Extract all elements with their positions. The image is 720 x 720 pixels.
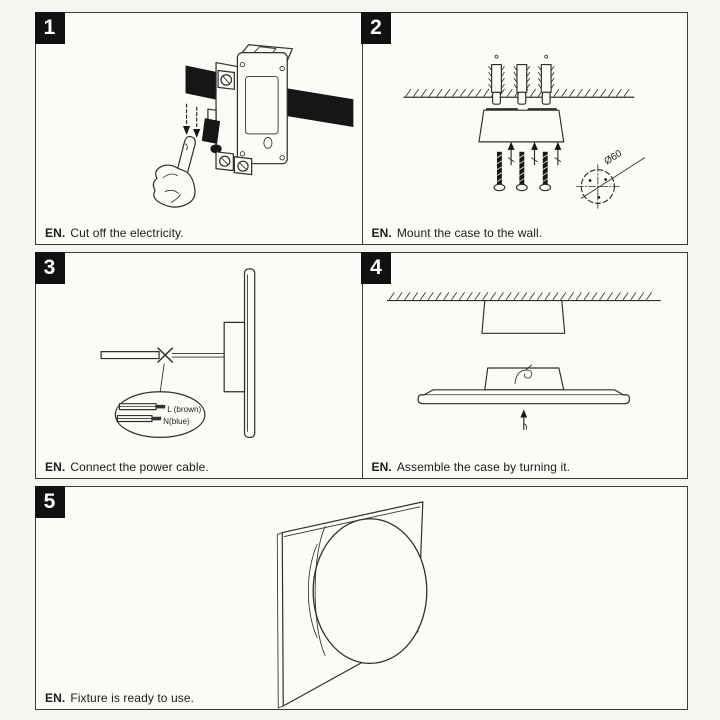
step-panel-1: 1 <box>34 11 362 245</box>
illustration-assemble-case <box>386 292 661 431</box>
caption-text: Connect the power cable. <box>70 460 209 474</box>
illustration-cut-electricity <box>152 44 354 208</box>
illustration-mount-case: Ø60 <box>402 54 645 209</box>
caption-lang-prefix: EN. <box>45 226 66 240</box>
mounting-case-drawing <box>477 108 564 143</box>
fixture-body-drawing <box>416 364 630 405</box>
ceiling-surface-drawing <box>386 292 661 302</box>
step-panel-3: 3 L (brown) <box>34 251 362 479</box>
step-number-badge: 5 <box>34 485 65 518</box>
press-down-arrows <box>182 103 201 138</box>
neutral-wire-label: N(blue) <box>163 417 190 426</box>
caption-lang-prefix: EN. <box>371 460 392 474</box>
wall-anchors-drawing <box>487 54 554 105</box>
mounted-case-drawing <box>480 299 565 334</box>
step-caption: EN. Connect the power cable. <box>45 460 209 474</box>
insert-arrows <box>507 141 561 166</box>
step-number-badge: 4 <box>361 251 391 284</box>
step-panel-4: 4 EN.Assemble the <box>361 251 688 479</box>
caption-lang-prefix: EN. <box>371 226 392 240</box>
caption-lang-prefix: EN. <box>45 691 66 705</box>
step-caption: EN. Fixture is ready to use. <box>45 691 194 705</box>
steps-grid: 1 <box>34 11 688 712</box>
wiring-callout-drawing: L (brown) N(blue) <box>114 391 206 438</box>
illustration-finished-fixture <box>276 501 428 709</box>
step-panel-5: 5 EN. Fixture is ready to use. <box>34 485 688 710</box>
caption-text: Mount the case to the wall. <box>396 226 543 240</box>
circuit-breaker-drawing <box>201 44 293 176</box>
din-rail-drawing <box>185 65 354 128</box>
power-cable-drawing <box>100 347 225 394</box>
live-wire-label: L (brown) <box>167 405 201 414</box>
illustration-connect-cable: L (brown) N(blue) <box>100 268 256 438</box>
step-caption: EN. Assemble the case by turning it. <box>372 460 571 474</box>
screws-drawing <box>492 151 551 192</box>
step-number-badge: 1 <box>34 11 65 44</box>
step-caption: EN. Cut off the electricity. <box>45 226 184 240</box>
step-number-badge: 2 <box>361 11 391 44</box>
pointing-hand-drawing <box>152 135 196 208</box>
hole-pattern-dimension: Ø60 <box>575 148 645 209</box>
caption-lang-prefix: EN. <box>45 460 66 474</box>
caption-text: Fixture is ready to use. <box>70 691 195 705</box>
step-caption: EN. Mount the case to the wall. <box>372 226 543 240</box>
fixture-side-view-drawing <box>223 268 256 438</box>
caption-text: Assemble the case by turning it. <box>396 460 571 474</box>
diameter-label: Ø60 <box>602 148 624 167</box>
caption-text: Cut off the electricity. <box>70 226 184 240</box>
step-number-badge: 3 <box>34 251 65 284</box>
round-fixture-drawing <box>307 518 428 665</box>
turn-arrow <box>519 409 527 431</box>
step-panel-2: 2 <box>361 11 688 245</box>
